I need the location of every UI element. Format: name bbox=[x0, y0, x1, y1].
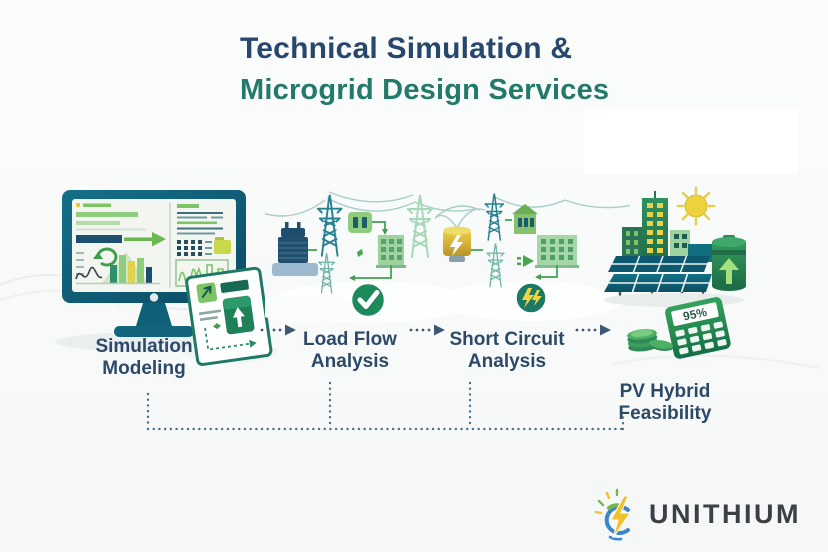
transformer-icon bbox=[272, 222, 318, 276]
title-line-1: Technical Simulation & bbox=[240, 32, 573, 65]
battery-icon bbox=[712, 235, 746, 291]
flow-arrow bbox=[517, 255, 534, 267]
step-label-line: Feasibility bbox=[618, 403, 712, 424]
building-icon bbox=[376, 235, 406, 268]
coins-icon bbox=[627, 329, 674, 352]
sun-icon bbox=[676, 186, 716, 226]
lightning-icon bbox=[514, 281, 548, 315]
brand-name: UNITHIUM bbox=[649, 498, 801, 529]
load-flow-illustration bbox=[265, 191, 475, 323]
title-line-2: Microgrid Design Services bbox=[240, 74, 610, 106]
checkmark-icon bbox=[349, 281, 387, 319]
logo-bulb-bolt-icon bbox=[594, 488, 631, 541]
cloud bbox=[265, 294, 357, 322]
dotted-arrow-icon bbox=[260, 324, 296, 336]
brand-logo: UNITHIUM bbox=[588, 486, 801, 542]
shadow bbox=[604, 293, 744, 307]
arrowhead bbox=[382, 229, 388, 235]
solar-panel-icon bbox=[604, 255, 712, 299]
blank-white-patch bbox=[584, 108, 798, 174]
fault-barrel-icon bbox=[443, 226, 471, 262]
transmission-tower-icon bbox=[486, 242, 505, 288]
dotted-arrow-icon bbox=[575, 324, 611, 336]
short-circuit-illustration bbox=[435, 192, 630, 321]
bottom-dotted-connector bbox=[146, 381, 625, 431]
step-label-line: Analysis bbox=[467, 351, 547, 372]
circuit-connections bbox=[308, 221, 392, 279]
page-title: Technical Simulation & Microgrid Design … bbox=[240, 32, 609, 107]
arrowhead bbox=[349, 275, 355, 281]
step-label-pv-hybrid: PV Hybrid Feasibility bbox=[580, 381, 750, 425]
simulation-modeling-illustration bbox=[55, 190, 278, 366]
leaf-node bbox=[357, 249, 363, 257]
step-label-simulation-modeling: Simulation Modeling bbox=[59, 336, 229, 380]
step-label-line: Simulation bbox=[95, 336, 193, 357]
step-label-line: Load Flow bbox=[303, 329, 397, 350]
step-label-line: Short Circuit bbox=[449, 329, 565, 350]
switchgear-icon bbox=[348, 212, 372, 233]
step-label-line: Modeling bbox=[102, 358, 186, 379]
calculator-icon: 95% bbox=[665, 297, 731, 359]
dotted-arrow-icon bbox=[409, 324, 445, 336]
step-label-line: Analysis bbox=[310, 351, 390, 372]
step-label-load-flow: Load Flow Analysis bbox=[265, 329, 435, 373]
substation-house-icon bbox=[512, 204, 538, 234]
calculator-display: 95% bbox=[682, 305, 709, 324]
transmission-tower-icon bbox=[316, 193, 343, 257]
building-icon bbox=[535, 235, 579, 268]
power-lines bbox=[435, 195, 630, 229]
step-label-line: PV Hybrid bbox=[619, 381, 711, 402]
arrowhead bbox=[535, 274, 541, 280]
circuit-connections bbox=[471, 219, 558, 278]
step-label-short-circuit: Short Circuit Analysis bbox=[422, 329, 592, 373]
pv-hybrid-illustration: 95% bbox=[604, 186, 746, 359]
